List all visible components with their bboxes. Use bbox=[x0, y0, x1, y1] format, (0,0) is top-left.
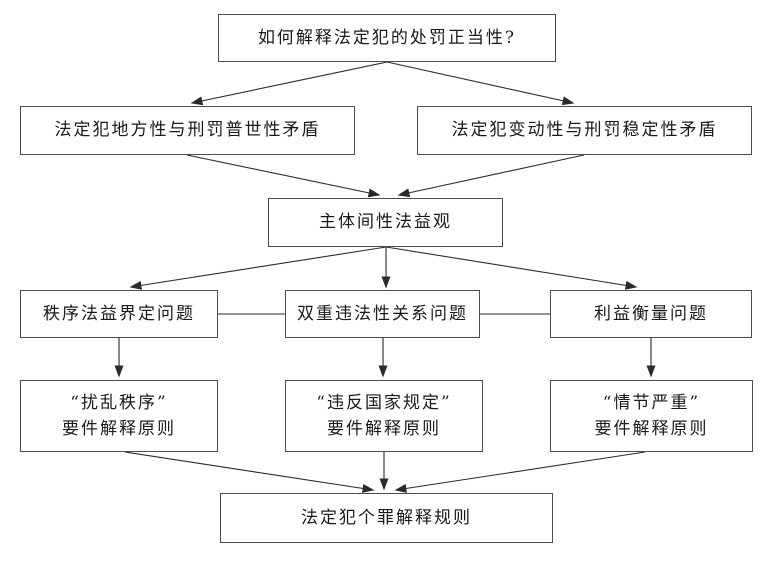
node-conclusion-rules: 法定犯个罪解释规则 bbox=[220, 493, 553, 543]
arrow-root-to-variable bbox=[386, 61, 575, 106]
arrow-core-to-order bbox=[129, 246, 387, 290]
node-variable-contradiction-label: 法定犯变动性与刑罚稳定性矛盾 bbox=[451, 120, 718, 141]
arrow-variable-to-core bbox=[397, 154, 585, 198]
arrow-serious-to-conclusion bbox=[394, 451, 646, 493]
node-violate-regulation-principle-line1: “违反国家规定” bbox=[316, 392, 452, 413]
node-serious-circumstance-principle-line2: 要件解释原则 bbox=[594, 419, 709, 439]
node-disturb-order-principle-line1: “扰乱秩序” bbox=[70, 392, 168, 413]
node-serious-circumstance-principle: “情节严重” 要件解释原则 bbox=[550, 380, 753, 452]
node-double-illegality-problem: 双重违法性关系问题 bbox=[285, 290, 480, 338]
node-root-question: 如何解释法定犯的处罚正当性? bbox=[218, 14, 556, 62]
node-intersubjective-legal-interest: 主体间性法益观 bbox=[268, 198, 503, 247]
arrow-core-to-balance bbox=[385, 246, 638, 290]
node-double-illegality-problem-label: 双重违法性关系问题 bbox=[297, 303, 468, 324]
node-interest-balance-problem-label: 利益衡量问题 bbox=[594, 303, 708, 324]
arrow-root-to-local bbox=[190, 61, 388, 106]
node-order-interest-problem-label: 秩序法益界定问题 bbox=[43, 303, 195, 324]
arrow-disturb-to-conclusion bbox=[124, 451, 375, 493]
node-violate-regulation-principle: “违反国家规定” 要件解释原则 bbox=[285, 380, 483, 452]
node-disturb-order-principle-line2: 要件解释原则 bbox=[62, 419, 176, 439]
node-intersubjective-legal-interest-label: 主体间性法益观 bbox=[319, 212, 452, 233]
node-disturb-order-principle: “扰乱秩序” 要件解释原则 bbox=[20, 380, 218, 452]
node-violate-regulation-principle-line2: 要件解释原则 bbox=[327, 419, 441, 439]
node-local-contradiction-label: 法定犯地方性与刑罚普世性矛盾 bbox=[54, 120, 321, 141]
node-order-interest-problem: 秩序法益界定问题 bbox=[20, 290, 218, 338]
arrow-local-to-core bbox=[186, 154, 381, 198]
node-variable-contradiction: 法定犯变动性与刑罚稳定性矛盾 bbox=[417, 106, 752, 155]
node-local-contradiction: 法定犯地方性与刑罚普世性矛盾 bbox=[20, 106, 355, 155]
node-root-question-label: 如何解释法定犯的处罚正当性? bbox=[257, 27, 517, 48]
node-serious-circumstance-principle-line1: “情节严重” bbox=[602, 392, 701, 413]
node-conclusion-rules-label: 法定犯个罪解释规则 bbox=[301, 507, 472, 528]
node-interest-balance-problem: 利益衡量问题 bbox=[550, 290, 752, 338]
